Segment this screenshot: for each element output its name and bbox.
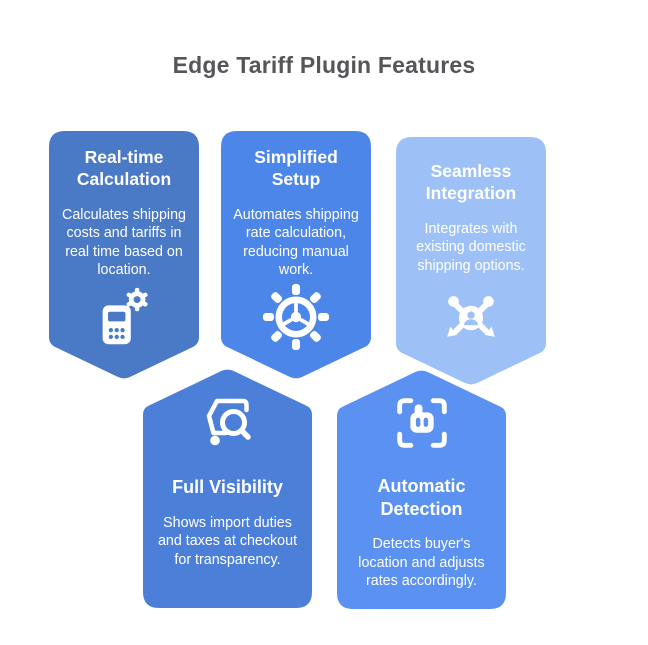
card-shape-pointer-down <box>221 131 371 379</box>
card-title: Automatic Detection <box>377 476 466 519</box>
card-body: Integrates with existing domestic shippi… <box>416 220 526 274</box>
card-seamless-integration: Seamless Integration Integrates with exi… <box>396 137 546 388</box>
card-body: Calculates shipping costs and tariffs in… <box>62 206 186 279</box>
cart-search-icon <box>194 389 262 462</box>
card-title: Seamless Integration <box>425 161 517 203</box>
card-body: Automates shipping rate calculation, red… <box>233 206 359 279</box>
card-automatic-detection: Automatic Detection Detects buyer's loca… <box>337 369 506 609</box>
page-title: Edge Tariff Plugin Features <box>172 52 476 78</box>
card-simplified-setup: Simplified Setup Automates shipping rate… <box>221 131 371 382</box>
card-shape-pointer-up <box>143 369 312 608</box>
gear-wheel-icon <box>221 283 371 351</box>
card-real-time-calculation: Real-time Calculation Calculates shippin… <box>49 131 199 382</box>
card-body: Shows import duties and taxes at checkou… <box>157 514 298 568</box>
card-title: Full Visibility <box>172 477 283 497</box>
scan-detection-icon <box>389 390 455 461</box>
card-title: Simplified Setup <box>254 147 338 189</box>
card-shape-pointer-down <box>396 137 546 385</box>
integration-network-icon <box>396 285 546 351</box>
card-body: Detects buyer's location and adjusts rat… <box>358 536 485 590</box>
card-shape-pointer-up <box>337 370 506 609</box>
card-shape-pointer-down <box>49 131 199 379</box>
calculator-gear-icon <box>49 285 199 351</box>
card-full-visibility: Full Visibility Shows import duties and … <box>143 368 312 608</box>
card-title: Real-time Calculation <box>76 147 172 189</box>
